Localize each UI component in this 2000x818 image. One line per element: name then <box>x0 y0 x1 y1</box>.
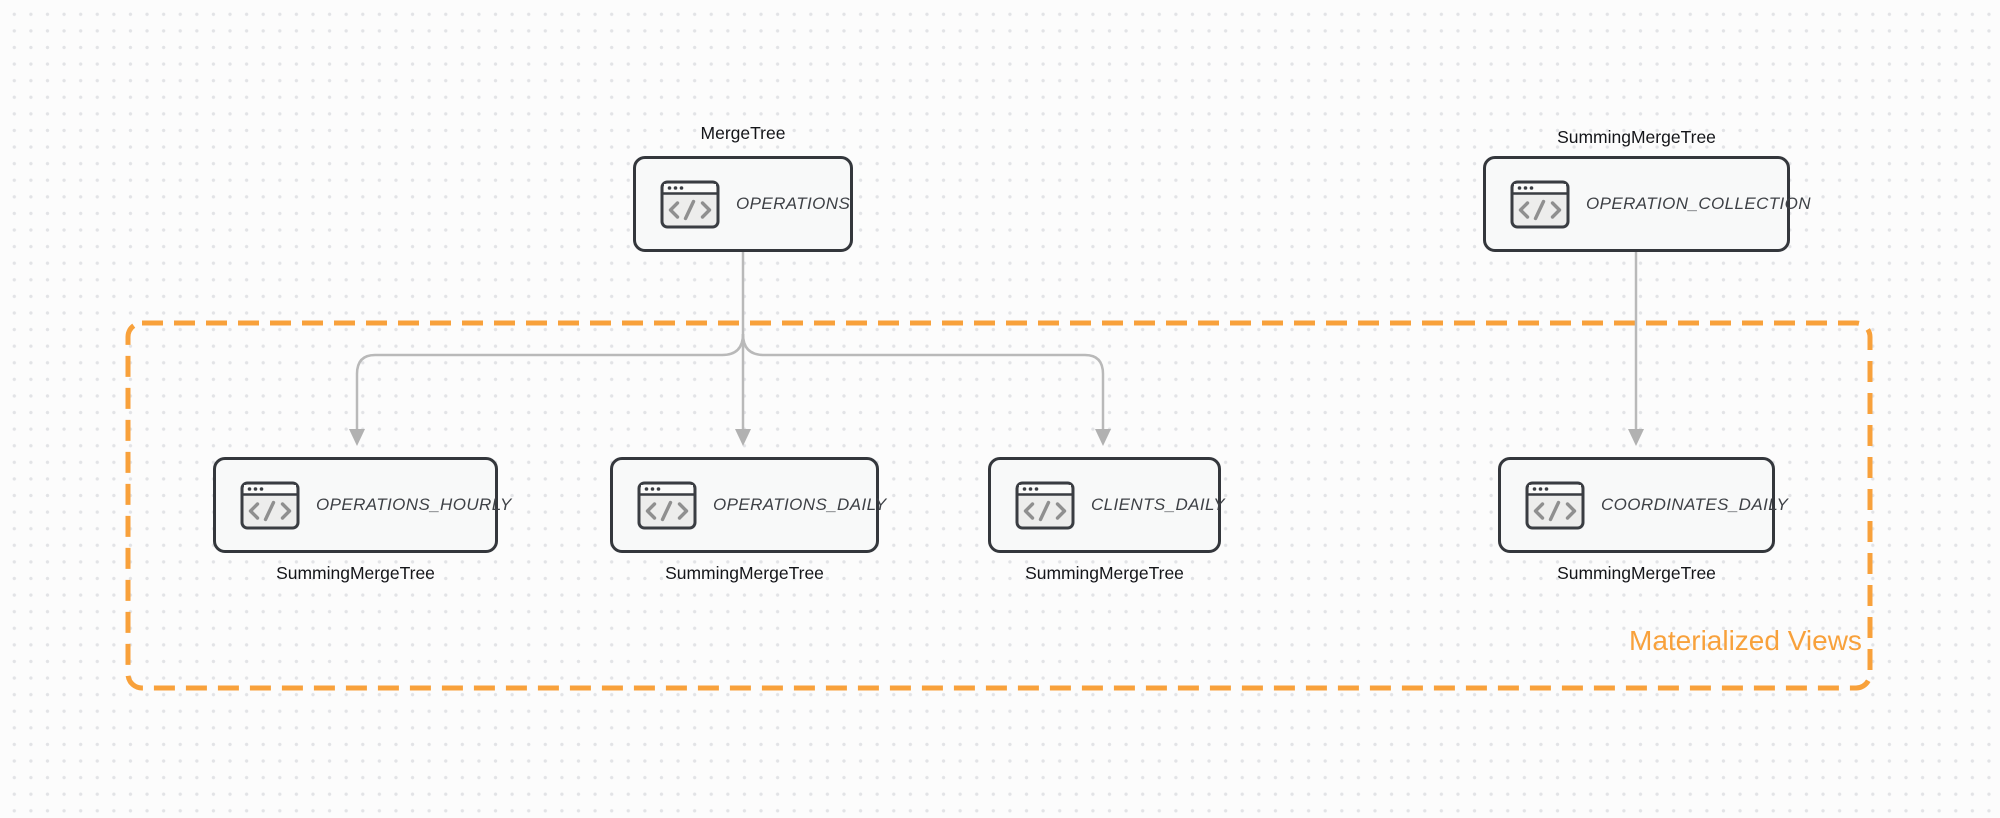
table-name: OPERATIONS <box>736 194 851 213</box>
table-name: OPERATIONS_HOURLY <box>316 495 512 514</box>
edge-operations-to-operations-hourly <box>349 333 745 446</box>
engine-label-operations-hourly: SummingMergeTree <box>276 563 435 583</box>
node-operations: OPERATIONS <box>633 156 853 252</box>
code-window-icon <box>637 481 697 529</box>
table-name: CLIENTS_DAILY <box>1091 495 1226 514</box>
engine-label-clients-daily: SummingMergeTree <box>1025 563 1184 583</box>
code-window-icon <box>1015 481 1075 529</box>
code-window-icon <box>240 481 300 529</box>
table-name: COORDINATES_DAILY <box>1601 495 1789 514</box>
node-clients-daily: CLIENTS_DAILY <box>988 457 1225 553</box>
engine-label-operations-daily: SummingMergeTree <box>665 563 824 583</box>
node-coordinates-daily: COORDINATES_DAILY <box>1498 457 1788 553</box>
table-name: OPERATION_COLLECTION <box>1586 194 1811 213</box>
edge-operation-collection-to-coordinates-daily <box>1628 252 1644 446</box>
code-window-icon <box>1525 481 1585 529</box>
edge-operations-to-operations-daily <box>735 252 751 446</box>
engine-label-coordinates-daily: SummingMergeTree <box>1557 563 1716 583</box>
engine-label-operation-collection: SummingMergeTree <box>1557 127 1716 147</box>
node-operations-hourly: OPERATIONS_HOURLY <box>213 457 511 553</box>
code-window-icon <box>1510 180 1570 228</box>
edge-operations-to-clients-daily <box>741 333 1111 446</box>
engine-label-operations: MergeTree <box>700 123 786 143</box>
table-name: OPERATIONS_DAILY <box>713 495 887 514</box>
code-window-icon <box>660 180 720 228</box>
node-operation-collection: OPERATION_COLLECTION <box>1483 156 1811 252</box>
node-operations-daily: OPERATIONS_DAILY <box>610 457 886 553</box>
materialized-views-label: Materialized Views <box>1629 625 1862 656</box>
